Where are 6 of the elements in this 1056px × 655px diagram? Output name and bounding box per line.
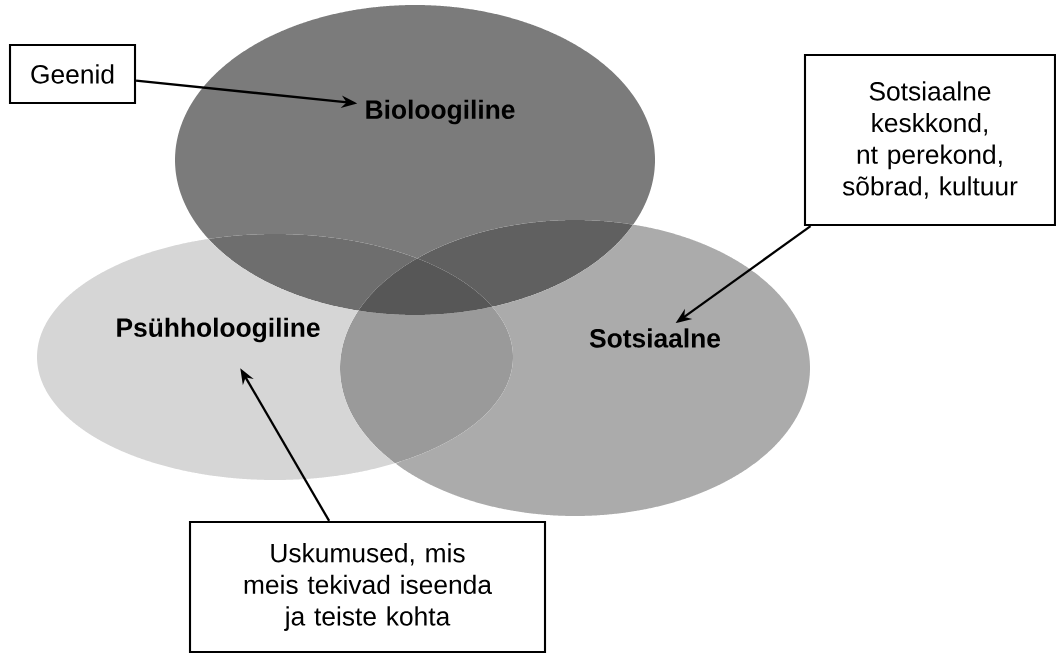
text-box: Sotsiaalne keskkond, nt perekond, sõbrad, kultuur [803,53,1056,227]
venn-region: Psühholoogiline [37,238,395,480]
text-box: Geenid [8,43,137,105]
venn-region: Sotsiaalne [395,224,810,516]
venn-region: Bioloogiline [175,5,655,259]
text-box: Uskumused, mis meis tekivad iseenda ja teiste kohta [188,520,547,654]
